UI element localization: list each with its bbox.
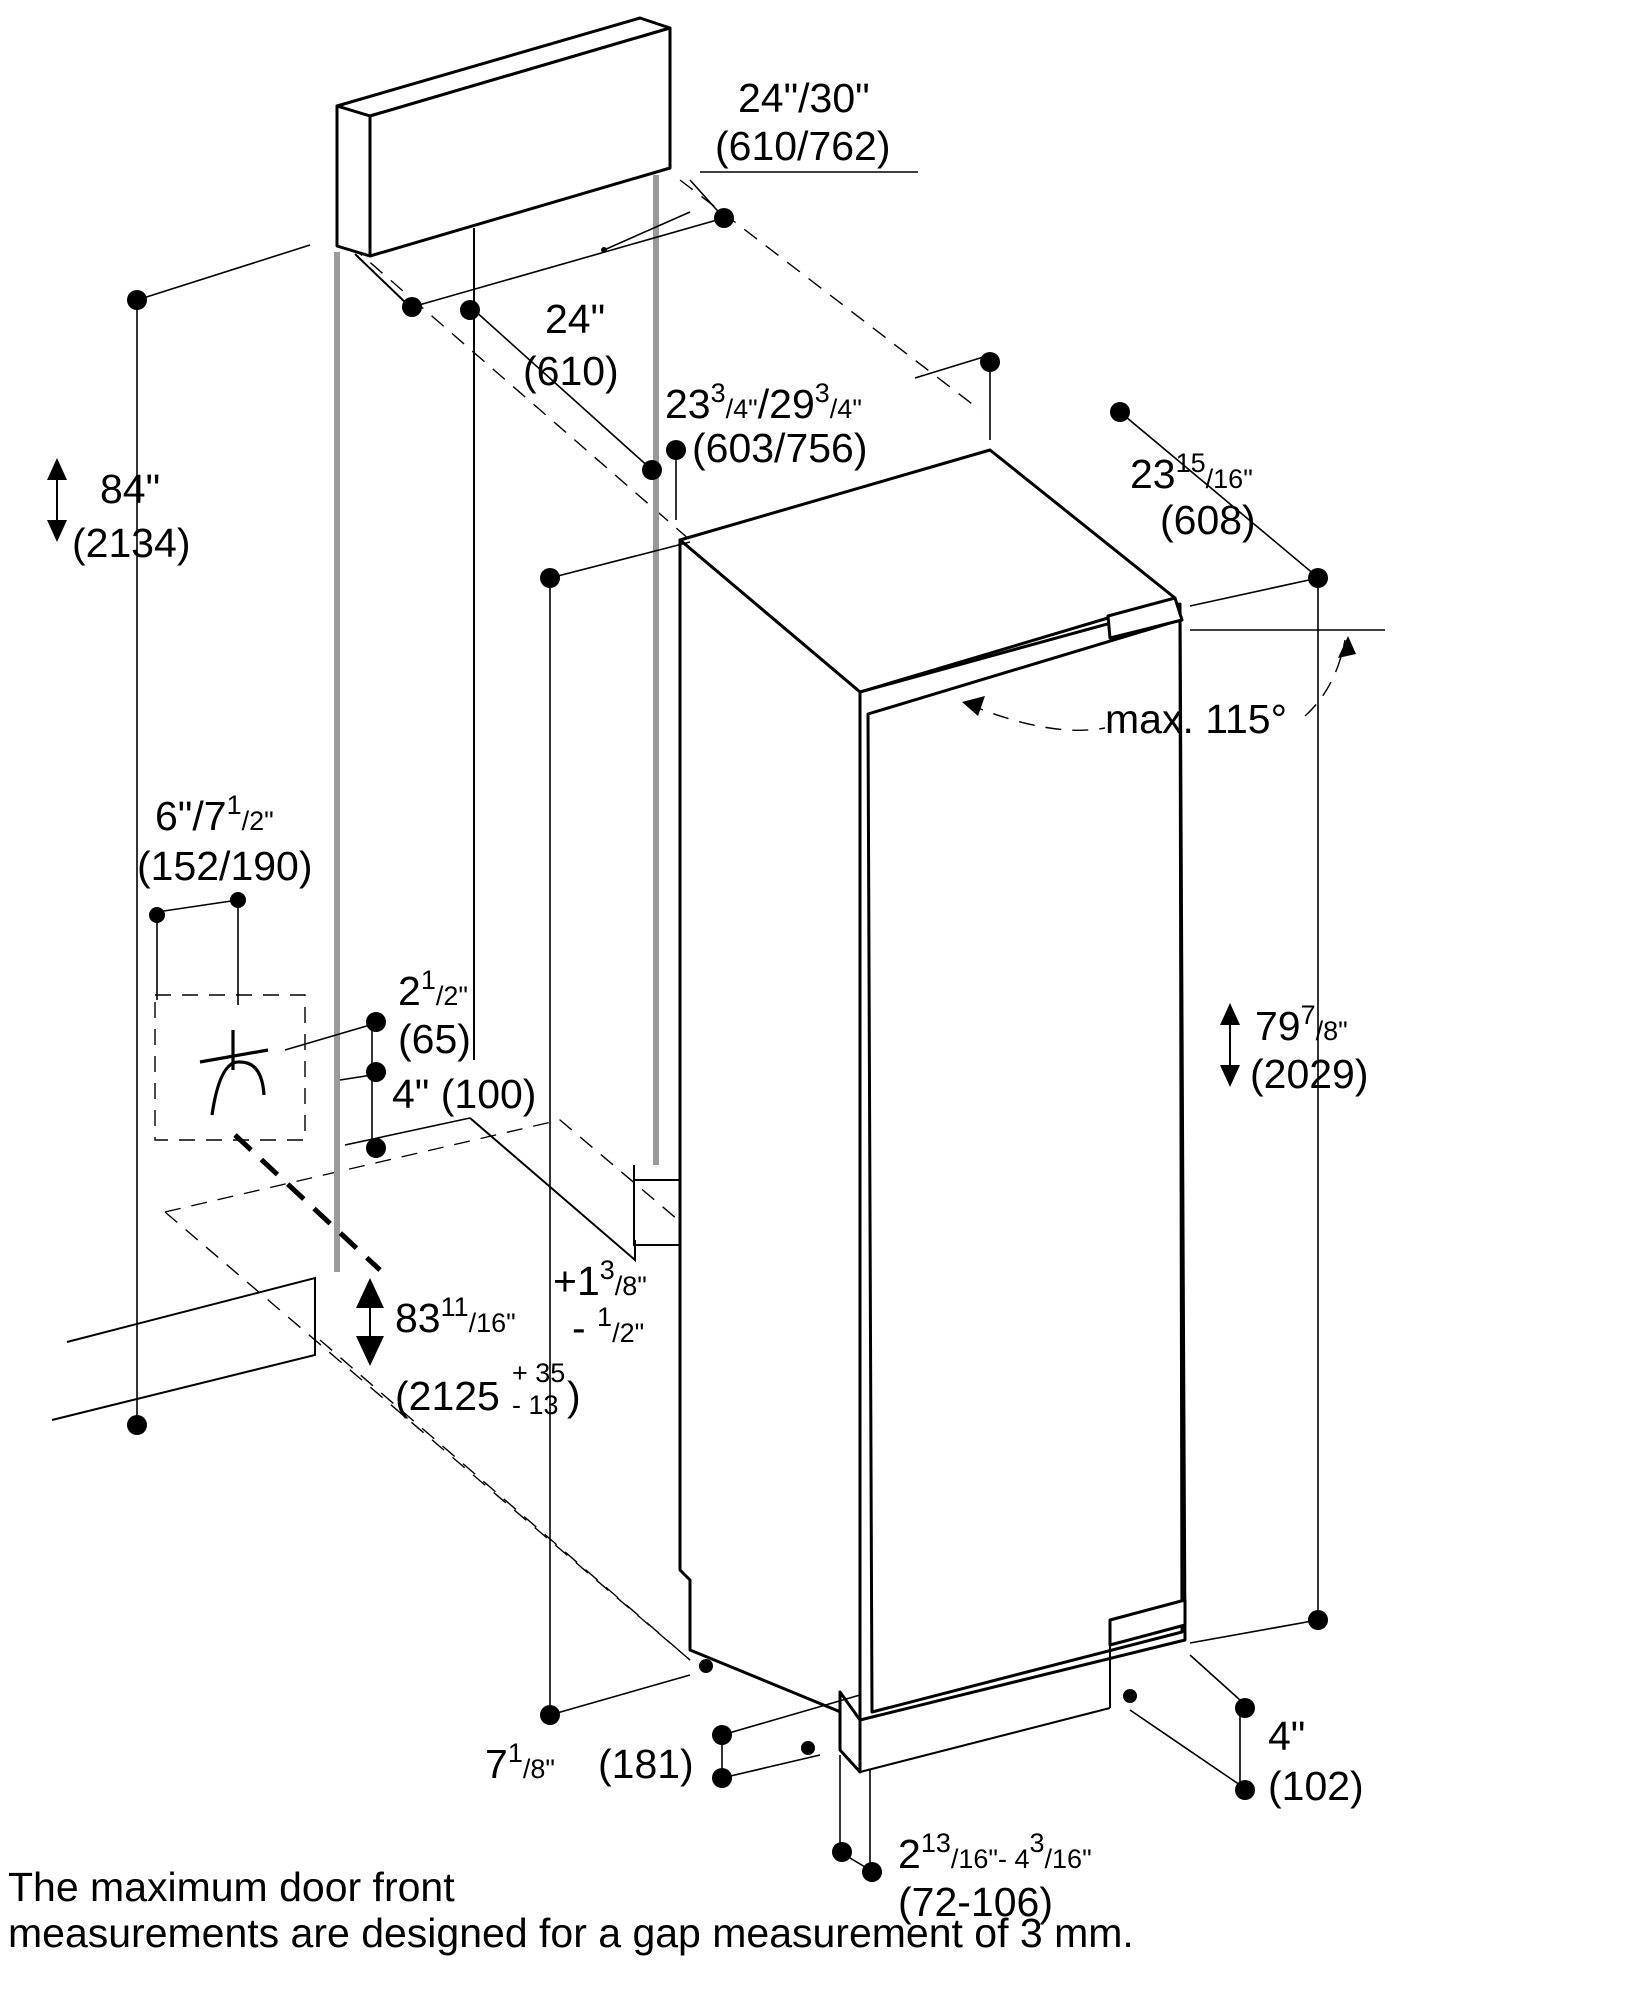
appliance-height-metric: (2029)	[1250, 1051, 1369, 1097]
niche-height-metric: (2134)	[72, 520, 191, 566]
dimension-dots	[127, 208, 1328, 1882]
niche-height-imperial: 84"	[100, 466, 160, 512]
opening-height-metric: (2125	[395, 1373, 500, 1419]
height-arrows	[47, 458, 1240, 1366]
opening-height-metric-plus: + 35	[512, 1358, 565, 1388]
plinth-height-imperial: 4"	[1268, 1713, 1305, 1759]
opening-height-metric-close: )	[567, 1373, 581, 1419]
appliance-depth-imperial: 2315/16"	[1130, 448, 1253, 497]
niche-depth-imperial: 24"	[545, 296, 605, 342]
footnote-line-2: measurements are designed for a gap meas…	[8, 1910, 1134, 1956]
dimension-lines	[136, 171, 1319, 1871]
plinth-height-metric: (102)	[1268, 1763, 1364, 1809]
refrigerator	[678, 448, 1187, 1774]
door-swing-arrow	[962, 629, 1385, 731]
panel-width-metric: (603/756)	[692, 425, 868, 471]
connection-width-imperial: 6"/71/2"	[155, 790, 274, 839]
door-angle-label: max. 115°	[1105, 696, 1287, 742]
opening-height-imperial: 8311/16"	[395, 1292, 516, 1341]
connection-height-label: 4" (100)	[392, 1071, 536, 1117]
opening-height-tolerance-minus: - 1/2"	[572, 1302, 644, 1351]
connection-box	[154, 994, 382, 1272]
footnote-line-1: The maximum door front	[8, 1864, 455, 1910]
plinth-depth-imperial: 213/16"- 43/16"	[898, 1828, 1092, 1877]
niche-step	[633, 1165, 680, 1246]
niche-width-imperial: 24"/30"	[738, 75, 870, 121]
connection-offset-metric: (65)	[398, 1016, 471, 1062]
niche-width-metric: (610/762)	[715, 123, 891, 169]
connection-offset-imperial: 21/2"	[398, 965, 468, 1014]
appliance-depth-metric: (608)	[1160, 497, 1256, 543]
niche-depth-metric: (610)	[523, 348, 619, 394]
connection-width-metric: (152/190)	[137, 843, 313, 889]
panel-width-imperial: 233/4"/293/4"	[665, 378, 862, 427]
base-height-imperial: 71/8"	[485, 1738, 555, 1787]
opening-height-metric-minus: - 13	[512, 1390, 559, 1420]
footnote: The maximum door front measurements are …	[8, 1864, 1628, 1956]
plinth-depth-metric: (72-106)	[898, 1879, 1053, 1925]
base-height-metric: (181)	[598, 1741, 694, 1787]
appliance-height-imperial: 797/8"	[1255, 1000, 1348, 1049]
opening-height-tolerance-plus: +13/8"	[553, 1255, 647, 1304]
upper-cabinet	[334, 16, 672, 1272]
